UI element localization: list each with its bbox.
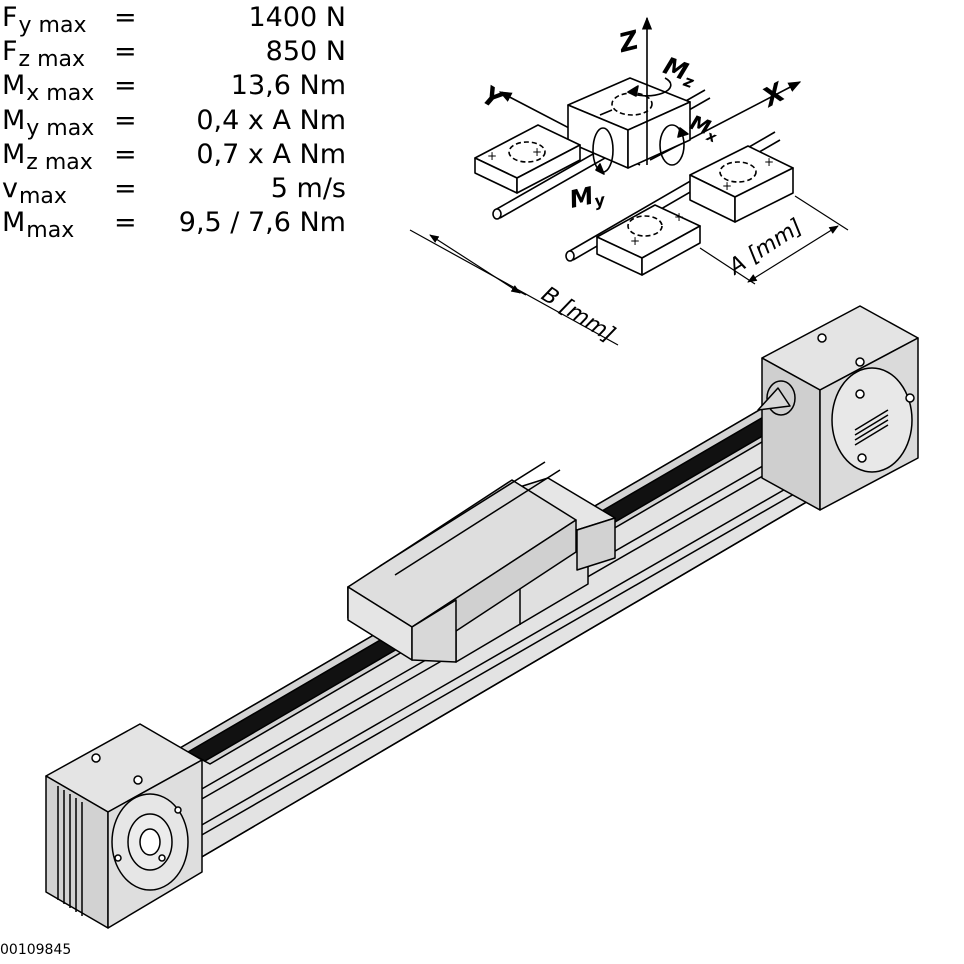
cone-connector bbox=[757, 380, 796, 416]
moment-mx-arc bbox=[659, 124, 689, 166]
carriage bbox=[347, 461, 616, 663]
spec-row-fy: Fy max = 1400 N bbox=[0, 1, 360, 38]
moment-my-arc bbox=[592, 127, 614, 175]
spec-row-m: Mmax = 9,5 / 7,6 Nm bbox=[0, 206, 360, 243]
block-front: + + bbox=[596, 204, 701, 276]
spec-value: 850 N bbox=[265, 36, 346, 67]
spec-equals: = bbox=[114, 207, 137, 238]
mz-label: Mz bbox=[659, 52, 701, 93]
dimension-b bbox=[409, 229, 619, 346]
spec-equals: = bbox=[114, 105, 137, 136]
spec-equals: = bbox=[114, 70, 137, 101]
x-axis-label: X bbox=[756, 77, 791, 115]
load-diagram: + + + + + + bbox=[409, 16, 849, 346]
my-label: My bbox=[567, 179, 607, 216]
svg-text:+: + bbox=[674, 210, 684, 224]
spec-equals: = bbox=[114, 173, 137, 204]
y-axis-label: Y bbox=[476, 81, 510, 118]
moment-mz-arc bbox=[627, 77, 672, 97]
spec-value: 0,4 x A Nm bbox=[196, 105, 346, 136]
spec-value: 0,7 x A Nm bbox=[196, 139, 346, 170]
spec-value: 5 m/s bbox=[270, 173, 346, 204]
svg-text:+: + bbox=[722, 179, 732, 193]
left-end-housing bbox=[45, 723, 203, 929]
dimension-a bbox=[699, 195, 849, 285]
spec-value: 13,6 Nm bbox=[230, 70, 346, 101]
svg-text:+: + bbox=[764, 155, 774, 169]
spec-subscript: max bbox=[18, 184, 67, 209]
spec-subscript: z max bbox=[26, 150, 93, 175]
block-right: + + bbox=[689, 145, 794, 223]
spec-symbol: v bbox=[2, 173, 18, 204]
spec-subscript: z max bbox=[18, 47, 86, 72]
dimension-b-label: B [mm] bbox=[537, 282, 619, 348]
spec-subscript: y max bbox=[18, 13, 87, 38]
z-axis-label: Z bbox=[615, 25, 643, 59]
svg-text:+: + bbox=[532, 145, 542, 159]
svg-text:+: + bbox=[630, 234, 640, 248]
figure-caption: 00109845 bbox=[0, 942, 72, 958]
spec-row-v: vmax = 5 m/s bbox=[0, 172, 360, 209]
spec-symbol: M bbox=[2, 105, 26, 136]
spec-value: 1400 N bbox=[248, 2, 347, 33]
spec-symbol: F bbox=[2, 2, 18, 33]
central-carriage bbox=[567, 77, 691, 169]
spec-symbol: M bbox=[2, 207, 26, 238]
spec-row-mz: Mz max = 0,7 x A Nm bbox=[0, 138, 360, 175]
spec-subscript: y max bbox=[26, 116, 95, 141]
spec-row-fz: Fz max = 850 N bbox=[0, 35, 360, 72]
linear-module bbox=[45, 305, 919, 929]
spec-equals: = bbox=[114, 36, 137, 67]
spec-symbol: M bbox=[2, 70, 26, 101]
svg-text:+: + bbox=[487, 149, 497, 163]
spec-row-my: My max = 0,4 x A Nm bbox=[0, 104, 360, 141]
spec-row-mx: Mx max = 13,6 Nm bbox=[0, 69, 360, 106]
spec-symbol: F bbox=[2, 36, 18, 67]
spec-subscript: x max bbox=[26, 81, 95, 106]
spec-symbol: M bbox=[2, 139, 26, 170]
block-left: + + bbox=[474, 124, 581, 194]
spec-subscript: max bbox=[26, 218, 75, 243]
drive-end-housing bbox=[761, 305, 919, 511]
spec-equals: = bbox=[114, 2, 137, 33]
spec-value: 9,5 / 7,6 Nm bbox=[178, 207, 346, 238]
mx-label: Mx bbox=[686, 110, 724, 147]
spec-equals: = bbox=[114, 139, 137, 170]
